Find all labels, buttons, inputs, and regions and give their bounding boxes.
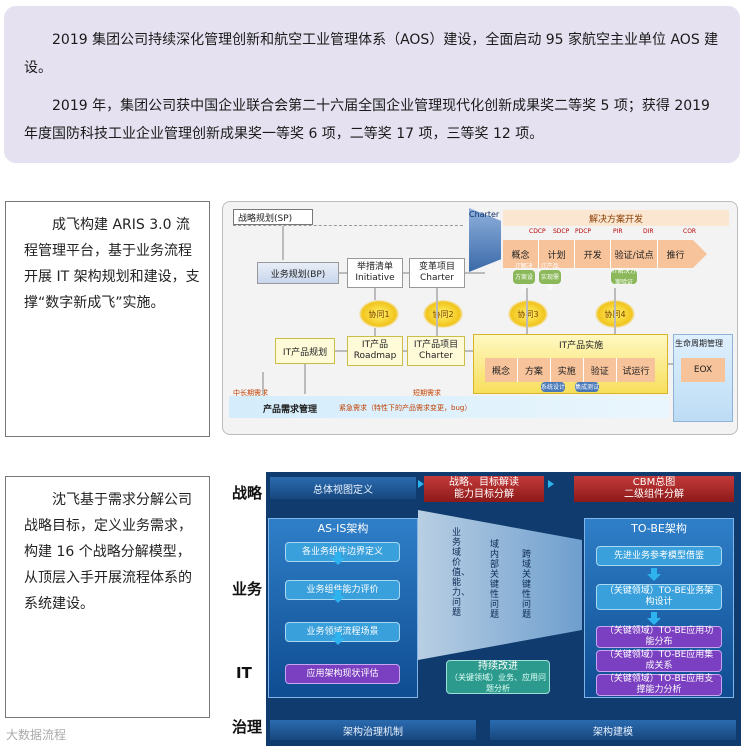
req-long-label: 中长期需求 [233, 389, 268, 397]
gate-cor: COR [683, 228, 697, 235]
overall-view-label: 总体视图定义 [313, 484, 373, 496]
gate-sdcp: SDCP [553, 228, 570, 235]
tobe-title: TO-BE架构 [631, 522, 687, 535]
governance-left-label: 架构治理机制 [343, 726, 403, 738]
it-roadmap-label: IT产品 Roadmap [353, 340, 397, 361]
strategy-decode-box: 战略、目标解读 能力目标分解 [424, 476, 544, 502]
gate-pir: PIR [613, 228, 623, 235]
intro-box: 2019 集团公司持续深化管理创新和航空工业管理体系（AOS）建设，全面启动 9… [4, 6, 740, 163]
it-stage-trial: 试运行 [622, 366, 650, 377]
req-mgmt-label: 产品需求管理 [263, 405, 318, 415]
collab-2-burst: 协同2 [423, 300, 463, 328]
gate-pdcp: PDCP [575, 228, 592, 235]
cbm-label: CBM总图 二级组件分解 [624, 477, 684, 500]
solution-stage-verify: 验证/试点 [611, 240, 658, 268]
gate-dir: DIR [643, 228, 654, 235]
it-stage-implement: 实施 [551, 358, 584, 382]
req-mgmt-bar [229, 396, 669, 418]
funnel-text-value: 业务域价值、能力、问题 [452, 528, 471, 618]
strategy-line [233, 225, 463, 226]
funnel-text-cross: 跨域关键性问题 [522, 550, 532, 620]
collab-1-burst: 协同1 [359, 300, 399, 328]
tobe-item-reference: 先进业务参考模型借鉴 [596, 546, 722, 566]
collab-1-label: 协同1 [368, 309, 390, 319]
case1-text-box: 成飞构建 ARIS 3.0 流程管理平台，基于业务流程开展 IT 架构规划和建设… [5, 201, 210, 437]
solution-dev-header: 解决方案开发 [503, 210, 729, 226]
case2-text: 沈飞基于需求分解公司战略目标，定义业务需求，构建 16 个战略分解模型，从顶层入… [24, 492, 192, 612]
case1-text: 成飞构建 ARIS 3.0 流程管理平台，基于业务流程开展 IT 架构规划和建设… [24, 217, 200, 311]
tag-system-design: 系统设计 [541, 382, 566, 392]
asis-item-app-assess: 应用架构现状评估 [285, 664, 400, 684]
intro-paragraph-1: 2019 集团公司持续深化管理创新和航空工业管理体系（AOS）建设，全面启动 9… [24, 32, 719, 76]
governance-left-bar: 架构治理机制 [270, 720, 476, 740]
req-short-label: 短期需求 [413, 389, 441, 397]
business-plan-box: 业务规划(BP) [257, 262, 339, 284]
solution-stage-rollout: 推行 [666, 250, 685, 261]
initiative-label: 举措清单 Initiative [355, 262, 395, 283]
row-label-strategy: 战略 [232, 484, 263, 502]
asis-item-scenario: 业务领域流程场景 [285, 622, 400, 642]
change-charter-label: 变革项目 Charter [418, 262, 455, 283]
overall-view-box: 总体视图定义 [270, 477, 416, 499]
collab-2-label: 协同2 [432, 309, 454, 319]
strategy-decode-label: 战略、目标解读 能力目标分解 [449, 477, 519, 500]
charter-label: Charter [469, 210, 500, 219]
solution-stage-plan: 计划 [539, 240, 576, 268]
it-roadmap-box: IT产品 Roadmap [347, 336, 403, 366]
row-label-governance: 治理 [232, 718, 263, 736]
asis-title: AS-IS架构 [317, 522, 369, 535]
tobe-item-app-support: （关键领域）TO-BE应用支撑能力分析 [596, 674, 722, 696]
req-urgent-label: 紧急需求（特性下的产品需求变更，bug） [339, 404, 472, 412]
it-stage-concept: 概念 [485, 358, 518, 382]
intro-paragraph-2: 2019 年，集团公司获中国企业联合会第二十六届全国企业管理现代化创新成果奖二等… [24, 98, 710, 142]
solution-stage-bar: 概念 计划 开发 验证/试点 推行 [503, 240, 693, 268]
funnel-text-inner: 域内部关键性问题 [490, 540, 500, 620]
continuous-improve-text: （关键领域）业务、应用问题分析 [450, 672, 546, 693]
it-impl-label: IT产品实施 [559, 341, 604, 351]
solution-dev-label: 解决方案开发 [588, 214, 643, 225]
diagram1-connectors [262, 226, 673, 394]
tobe-item-app-integration: （关键领域）TO-BE应用集成关系 [596, 650, 722, 672]
continuous-improve-box: 持续改进 （关键领域）业务、应用问题分析 [446, 660, 550, 694]
tobe-item-biz-arch: （关键领域）TO-BE业务架构设计 [596, 584, 722, 610]
watermark-text: 大数据流程 [6, 728, 67, 742]
case2-text-box: 沈飞基于需求分解公司战略目标，定义业务需求，构建 16 个战略分解模型，从顶层入… [5, 476, 210, 718]
asis-item-capability: 业务组件能力评价 [285, 580, 400, 600]
it-plan-label: IT产品规划 [282, 347, 328, 358]
eox-box: EOX [681, 358, 725, 382]
change-charter-box: 变革项目 Charter [409, 258, 465, 288]
business-plan-label: 业务规划(BP) [270, 269, 326, 280]
solution-stage-concept: 概念 [503, 240, 540, 268]
cbm-box: CBM总图 二级组件分解 [574, 476, 734, 502]
it-impl-stage-bar: 概念 方案 实施 验证 试运行 [485, 358, 655, 382]
it-stage-verify: 验证 [584, 358, 617, 382]
row-label-it: IT [236, 664, 252, 682]
diagram2-arrows [331, 480, 661, 645]
governance-right-label: 架构建模 [593, 726, 633, 738]
solution-arrow-tip [693, 240, 707, 268]
gate-cdcp: CDCP [529, 228, 546, 235]
eox-label: EOX [693, 365, 713, 375]
row-label-business: 业务 [232, 580, 263, 598]
tag-integration-test: 集成测试 [575, 382, 600, 392]
it-plan-box: IT产品规划 [275, 338, 335, 364]
lifecycle-label: 生命周期管理 [675, 339, 723, 348]
it-charter-box: IT产品项目 Charter [407, 336, 465, 366]
solution-stage-develop: 开发 [575, 240, 612, 268]
aris-process-diagram: 战略规划(SP) 业务规划(BP) 举措清单 Initiative 变革项目 C… [222, 201, 738, 435]
strategy-plan-box: 战略规划(SP) [233, 209, 313, 225]
it-stage-scheme: 方案 [518, 358, 551, 382]
tobe-item-app-function: （关键领域）TO-BE应用功能分布 [596, 626, 722, 648]
note-it-solution-verify: IT解决方案验证 [611, 268, 637, 286]
asis-item-boundary: 各业务组件边界定义 [285, 542, 400, 562]
strategy-plan-label: 战略规划(SP) [238, 213, 293, 224]
initiative-box: 举措清单 Initiative [347, 258, 403, 288]
it-charter-label: IT产品项目 Charter [413, 340, 459, 361]
governance-right-bar: 架构建模 [490, 720, 736, 740]
continuous-improve-title: 持续改进 [478, 660, 518, 672]
